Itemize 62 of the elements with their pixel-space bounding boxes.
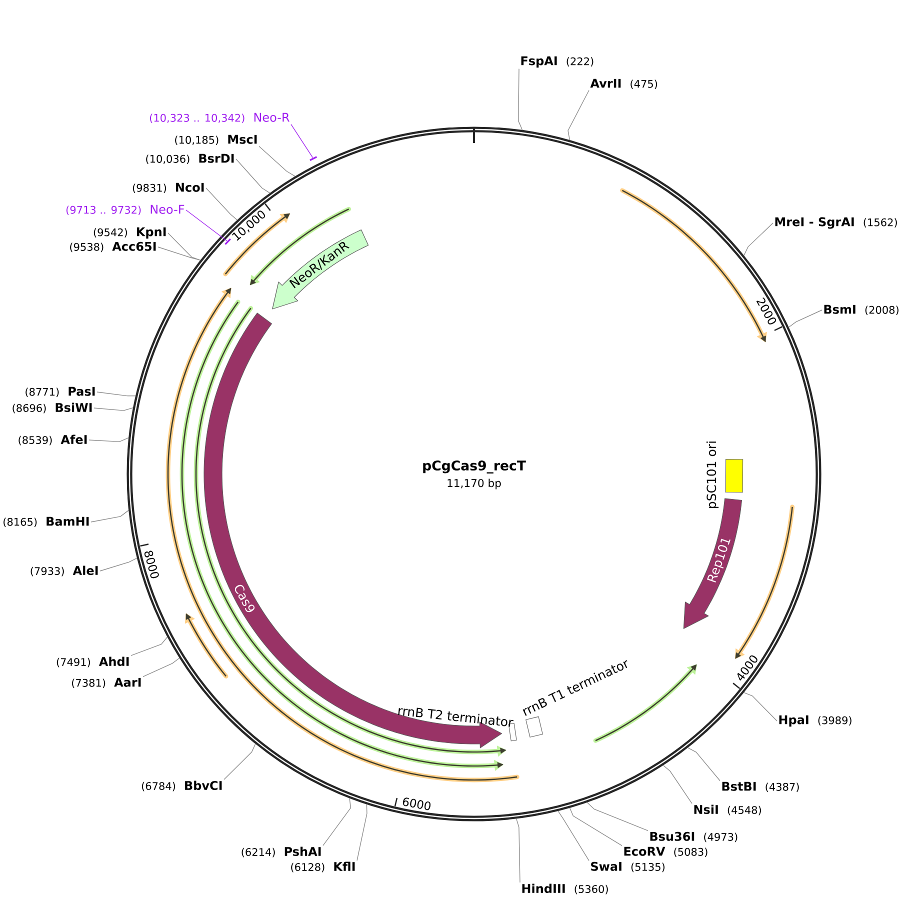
tick-label: 2000 [756, 297, 776, 324]
leader-line [94, 407, 134, 411]
leader-line [322, 798, 352, 846]
leader-line [744, 692, 778, 722]
leader-line [88, 437, 129, 442]
leader-line [258, 146, 296, 177]
leader-line [168, 232, 201, 261]
site-label: NsiI (4548) [694, 804, 761, 816]
leader-line [662, 764, 692, 804]
site-label: (7381) AarI [72, 678, 141, 688]
site-label: (8539) AfeI [18, 434, 87, 446]
site-label: BstBI (4387) [722, 782, 799, 792]
leader-line [518, 68, 523, 130]
tick-label: 6000 [402, 798, 431, 810]
leader-line [100, 558, 138, 572]
site-label: EcoRV (5083) [624, 846, 708, 858]
tick-label: 8000 [144, 550, 159, 578]
site-label: (8771) PasI [26, 386, 95, 398]
site-label: (6214) PshAI [242, 846, 321, 858]
primer-label: (9713 .. 9732) Neo-F [66, 204, 184, 216]
leader-line [142, 658, 180, 678]
leader-line [206, 188, 238, 220]
leader-line [90, 510, 129, 522]
leader-line [224, 744, 256, 780]
site-label: (7491) AhdI [56, 656, 129, 668]
site-label: (6784) BbvCI [142, 780, 222, 792]
leader-line [744, 222, 774, 256]
site-label: BsmI (2008) [824, 304, 898, 316]
site-label: HpaI (3989) [779, 715, 852, 727]
leader-line [130, 636, 168, 656]
plasmid-size: 11,170 bp [448, 478, 501, 490]
leader-line [356, 804, 368, 861]
site-label: (8696) BsiWI [12, 402, 92, 414]
leader-line [788, 310, 822, 328]
site-label: (6128) KflI [291, 862, 355, 872]
site-label: (10,036) BsrDI [146, 154, 234, 164]
site-label: (9831) NcoI [132, 182, 204, 194]
site-label: SwaI (5135) [591, 862, 664, 872]
leader-line [290, 124, 314, 158]
site-label: (9542) KpnI [94, 227, 166, 239]
site-label: FspAI (222) [521, 56, 594, 68]
leader-line [186, 210, 228, 242]
site-label: MreI - SgrAI (1562) [775, 217, 897, 229]
leader-line [516, 818, 520, 883]
primer-mark [310, 156, 318, 161]
leader-line [558, 810, 590, 861]
leader-line [568, 90, 590, 140]
primer-mark [224, 238, 231, 245]
site-label: (10,185) MscI [175, 134, 257, 146]
site-label: HindIII (5360) [522, 884, 608, 894]
site-label: (8165) BamHI [4, 516, 89, 528]
primer-label: (10,323 .. 10,342) Neo-R [150, 112, 290, 124]
leader-line [158, 246, 201, 261]
leader-line [687, 747, 720, 782]
site-label: AvrII (475) [590, 78, 658, 90]
leader-line [236, 158, 270, 194]
site-label: (9538) Acc65I [70, 242, 156, 252]
leader-line [96, 392, 136, 396]
leader-line [569, 808, 622, 846]
site-label: (7933) AleI [30, 566, 98, 576]
leader-line [586, 802, 648, 831]
site-label: Bsu36I (4973) [650, 832, 738, 842]
